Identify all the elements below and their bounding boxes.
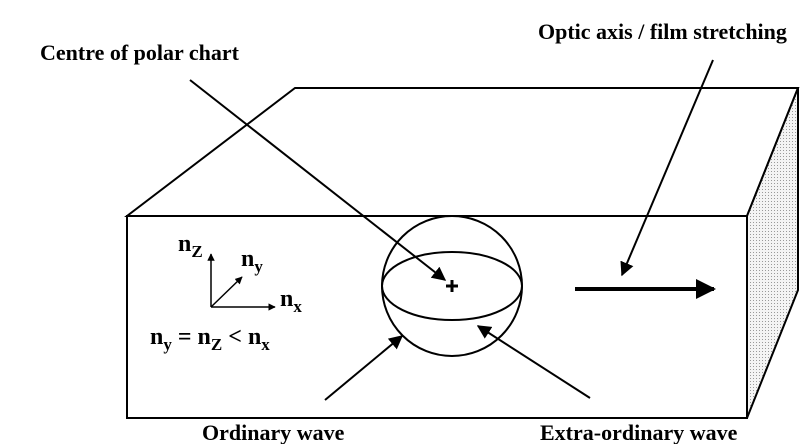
extraordinary-wave-label: Extra-ordinary wave	[540, 420, 738, 444]
axis-y	[210, 276, 243, 308]
film-top-face	[124, 87, 800, 217]
axis-z-label: nZ	[178, 231, 203, 261]
centre-pointer-line	[189, 79, 447, 281]
centre-of-polar-chart-label: Centre of polar chart	[40, 40, 240, 65]
index-sphere	[381, 215, 523, 357]
axis-y-label: ny	[241, 246, 263, 276]
film-slab	[124, 87, 800, 419]
sphere-equator	[381, 251, 523, 321]
axis-x-label: nx	[280, 286, 302, 316]
ordinary-wave-label: Ordinary wave	[202, 420, 345, 444]
ordinary-wave-pointer-line	[324, 335, 404, 401]
extraordinary-wave-pointer-line	[476, 325, 591, 399]
optic-axis-label: Optic axis / film stretching	[538, 19, 787, 44]
index-relation: ny=nZ<nx	[150, 324, 270, 354]
coordinate-axes	[207, 253, 276, 311]
film-front-face	[126, 215, 748, 419]
optic-axis-pointer-line	[620, 59, 714, 277]
sphere-centre-mark	[446, 280, 458, 292]
